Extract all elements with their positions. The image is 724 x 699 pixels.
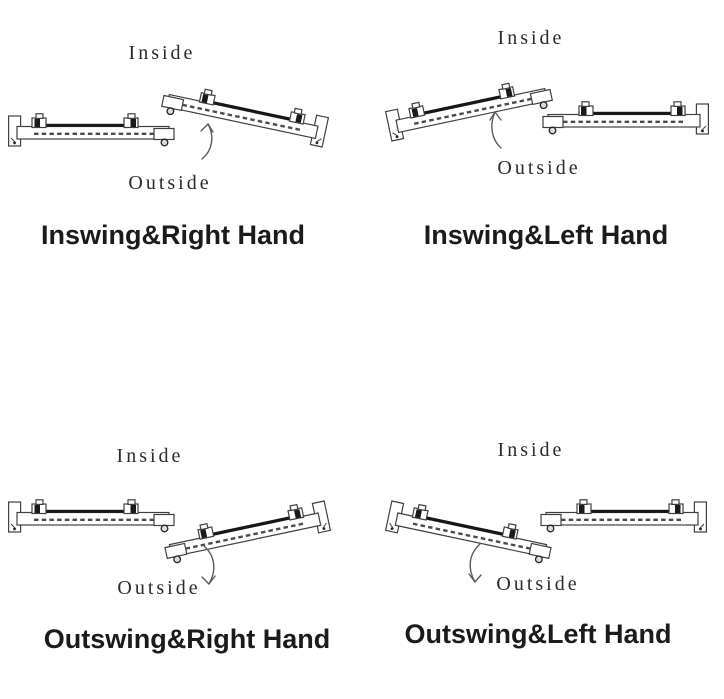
- inside-label: Inside: [116, 445, 184, 467]
- quadrant-outswing-left-hand: Inside Outside Outswing&Left Hand: [362, 420, 724, 699]
- inswing-left-drawing: [383, 73, 710, 149]
- quadrant-inswing-right-hand: Inside Outside Inswing&Right Hand: [0, 0, 362, 280]
- quadrant-inswing-left-hand: Inside Outside Inswing&Left Hand: [362, 0, 724, 280]
- outside-label: Outside: [128, 172, 212, 194]
- swing-arrow-icon: [201, 545, 216, 585]
- outswing-left-drawing: [384, 497, 708, 583]
- closed-door: [7, 498, 176, 534]
- outswing-right-drawing: [7, 497, 332, 585]
- outside-label: Outside: [117, 577, 201, 599]
- closed-door: [539, 498, 708, 534]
- swing-arrow-icon: [200, 123, 214, 160]
- handing-caption: Outswing&Left Hand: [404, 619, 672, 649]
- open-door: [159, 79, 331, 149]
- outside-label: Outside: [497, 157, 581, 179]
- quadrant-outswing-right-hand: Inside Outside Outswing&Right Hand: [0, 420, 362, 699]
- inswing-right-drawing: [7, 79, 331, 160]
- handing-caption: Inswing&Left Hand: [423, 220, 669, 250]
- handing-caption: Outswing&Right Hand: [43, 624, 331, 654]
- swing-arrow-icon: [489, 111, 502, 149]
- inside-label: Inside: [497, 27, 565, 49]
- open-door: [384, 497, 556, 566]
- closed-door: [541, 100, 710, 136]
- swing-arrow-icon: [468, 543, 482, 583]
- open-door: [383, 73, 555, 143]
- outside-label: Outside: [496, 573, 580, 595]
- open-door: [160, 497, 332, 566]
- closed-door: [7, 112, 176, 148]
- inside-label: Inside: [497, 439, 565, 461]
- handing-caption: Inswing&Right Hand: [41, 220, 305, 250]
- inside-label: Inside: [128, 42, 196, 64]
